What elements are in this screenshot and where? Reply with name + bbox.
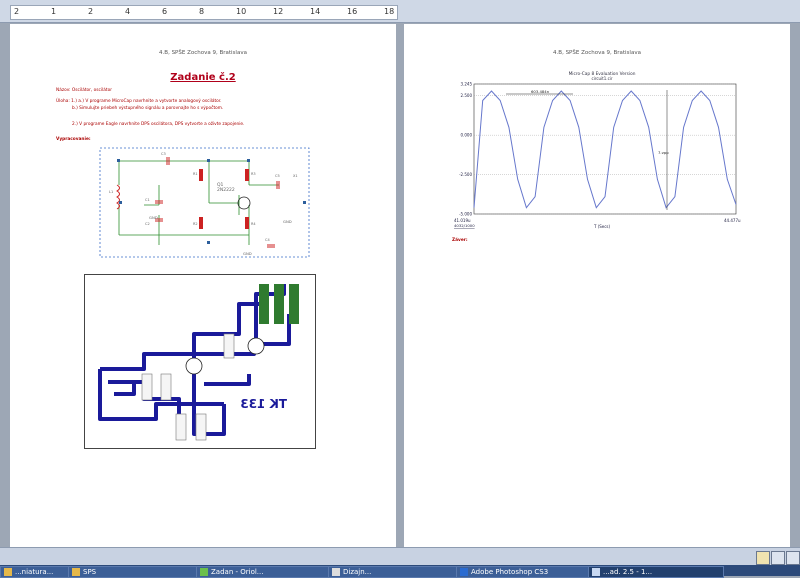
component-label: C5 — [275, 174, 280, 178]
ruler-label: 1 — [51, 7, 57, 16]
taskbar-item[interactable]: Zadan - Oriol... — [196, 566, 332, 578]
component-label: C1 — [145, 198, 150, 202]
period-annotation: 603.484n — [531, 89, 550, 94]
chart-title: Micro-Cap 8 Evaluation Version — [569, 71, 636, 77]
page-2: 4.B, SPŠE Zochova 9, Bratislava Micro-Ca… — [404, 24, 790, 547]
transistor-part: 2N2222 — [217, 187, 235, 193]
ruler-label: 2 — [88, 7, 94, 16]
task-line-3: 2.) V programe Eagle navrhnite DPS oscil… — [72, 122, 245, 127]
schematic-image[interactable]: Q1 2N2222 GND GND GND L1 C1 C2 C3 R1 R2 … — [99, 145, 311, 259]
x-left-label-2: 4032/1000 — [454, 223, 475, 228]
y-tick-label: -2.500 — [459, 172, 472, 177]
app-icon — [200, 568, 208, 576]
taskbar-item[interactable]: Dizajn... — [328, 566, 462, 578]
gnd-label: GND — [283, 219, 292, 224]
component-label: C2 — [145, 222, 150, 226]
page-header: 4.B, SPŠE Zochova 9, Bratislava — [159, 50, 247, 56]
ruler-label: 18 — [384, 7, 395, 16]
document-icon — [332, 568, 340, 576]
component-label: R1 — [193, 172, 198, 176]
taskbar-item[interactable]: Adobe Photoshop CS3 — [456, 566, 596, 578]
section-heading: Vypracovanie: — [56, 137, 91, 142]
ruler-label: 14 — [310, 7, 321, 16]
component-label: L1 — [109, 190, 113, 194]
chart-subtitle: circuit1.cir — [591, 76, 612, 81]
series-line — [473, 90, 737, 209]
component-label: X1 — [293, 174, 298, 178]
task-line-2: b.) Simulujte priebeh výstupného signálu… — [72, 106, 224, 111]
ruler-label: 10 — [236, 7, 247, 16]
taskbar-item[interactable]: ...niatura... — [0, 566, 74, 578]
component-label: R4 — [251, 222, 256, 226]
amplitude-annotation: 7.vpp — [658, 150, 669, 155]
pcb-image[interactable]: TK 133 — [84, 274, 316, 449]
full-screen-view-button[interactable] — [771, 551, 785, 565]
status-bar — [0, 547, 800, 566]
folder-icon — [72, 568, 80, 576]
page-title: Zadanie č.2 — [170, 72, 236, 83]
taskbar-item[interactable]: SPS — [68, 566, 200, 578]
waveform-chart[interactable]: Micro-Cap 8 Evaluation Version circuit1.… — [434, 68, 744, 233]
ruler-label: 8 — [199, 7, 205, 16]
ruler-label: 4 — [125, 7, 131, 16]
transistor-label: Q1 — [217, 182, 224, 188]
web-view-button[interactable] — [786, 551, 800, 565]
task-line-1: Úloha: 1.) a.) V programe MicroCap navrh… — [56, 99, 222, 104]
page-header: 4.B, SPŠE Zochova 9, Bratislava — [553, 50, 641, 56]
taskbar: ...niatura... SPS Zadan - Oriol... Dizaj… — [0, 565, 800, 578]
taskbar-item-active[interactable]: ...ad. 2.5 - 1... — [588, 566, 724, 578]
component-label: R3 — [251, 172, 256, 176]
print-layout-view-button[interactable] — [756, 551, 770, 565]
y-tick-label: 3.245 — [461, 82, 473, 87]
word-icon — [592, 568, 600, 576]
gnd-label: GND — [149, 215, 158, 220]
y-tick-label: 0.000 — [461, 133, 473, 138]
x-right-label: 44.477u — [724, 218, 741, 223]
ruler-label: 6 — [162, 7, 168, 16]
task-name: Názov: Oscilátor, oscilátor — [56, 88, 112, 93]
gnd-label: GND — [243, 251, 252, 256]
x-axis-label: T (Secs) — [593, 224, 611, 229]
component-label: C3 — [161, 152, 166, 156]
conclusion-heading: Záver: — [452, 238, 468, 243]
component-label: R2 — [193, 222, 198, 226]
ruler-label: 12 — [273, 7, 284, 16]
x-left-label: 41.019u — [454, 218, 471, 223]
ruler-label: 2 — [14, 7, 20, 16]
app-icon — [4, 568, 12, 576]
y-tick-label: -5.000 — [459, 212, 472, 217]
ruler-label: 16 — [347, 7, 358, 16]
pcb-silk-text: TK 133 — [240, 397, 287, 411]
component-label: C4 — [265, 238, 270, 242]
photoshop-icon — [460, 568, 468, 576]
y-tick-label: 2.500 — [461, 93, 473, 98]
page-1: 4.B, SPŠE Zochova 9, Bratislava Zadanie … — [10, 24, 396, 547]
ruler-track[interactable] — [10, 5, 398, 20]
